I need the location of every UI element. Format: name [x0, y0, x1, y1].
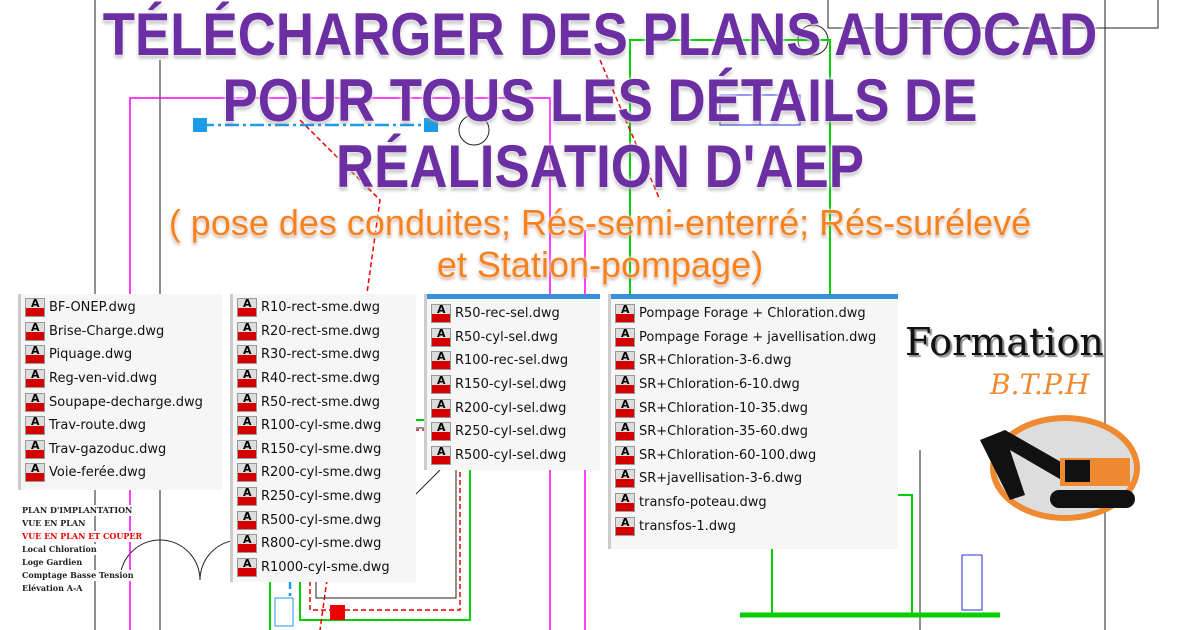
file-item[interactable]: Pompage Forage + Chloration.dwg [615, 302, 894, 326]
dwg-file-icon [615, 374, 635, 395]
file-item[interactable]: R200-cyl-sme.dwg [237, 461, 412, 485]
dwg-file-icon [237, 533, 257, 554]
file-item[interactable]: R150-cyl-sel.dwg [431, 373, 596, 397]
list-header-bar [611, 294, 898, 299]
excavator-icon [980, 415, 1140, 521]
dwg-file-icon [237, 415, 257, 436]
dwg-file-icon [615, 327, 635, 347]
file-list-sel: R50-rec-sel.dwg R50-cyl-sel.dwg R100-rec… [424, 294, 600, 470]
file-item[interactable]: R1000-cyl-sme.dwg [237, 556, 412, 580]
dwg-file-icon [237, 297, 257, 318]
file-item[interactable]: R30-rect-sme.dwg [237, 343, 412, 367]
headline-line-2: POUR TOUS LES DÉTAILS DE [222, 67, 978, 134]
formation-btph-logo: Formation B.T.P.H [905, 300, 1195, 530]
headline-line-1: TÉLÉCHARGER DES PLANS AUTOCAD [102, 1, 1098, 68]
file-item[interactable]: R50-rect-sme.dwg [237, 390, 412, 414]
file-item[interactable]: R50-rec-sel.dwg [431, 302, 596, 326]
file-item[interactable]: R20-rect-sme.dwg [237, 320, 412, 344]
dwg-file-icon [237, 344, 257, 365]
dwg-file-icon [615, 421, 635, 442]
dwg-file-icon [237, 368, 257, 389]
dwg-file-icon [615, 398, 635, 418]
file-item[interactable]: Reg-ven-vid.dwg [25, 367, 218, 391]
file-item[interactable]: R50-cyl-sel.dwg [431, 326, 596, 350]
file-item[interactable]: R250-cyl-sel.dwg [431, 420, 596, 444]
dwg-file-icon [237, 439, 257, 459]
file-item[interactable]: SR+javellisation-3-6.dwg [615, 467, 894, 491]
dwg-file-icon [431, 350, 451, 371]
file-item[interactable]: Pompage Forage + javellisation.dwg [615, 326, 894, 350]
file-item[interactable]: R100-rec-sel.dwg [431, 349, 596, 373]
file-list-right: Pompage Forage + Chloration.dwg Pompage … [608, 294, 898, 549]
file-item[interactable]: Trav-route.dwg [25, 414, 218, 438]
dwg-file-icon [615, 516, 635, 536]
file-item[interactable]: SR+Chloration-10-35.dwg [615, 396, 894, 420]
file-item[interactable]: R500-cyl-sme.dwg [237, 508, 412, 532]
cad-label-vue-coupe: VUE EN PLAN ET COUPER [22, 531, 143, 542]
dwg-file-icon [431, 421, 451, 442]
dwg-file-icon [25, 368, 45, 389]
file-list-middle: R10-rect-sme.dwg R20-rect-sme.dwg R30-re… [230, 294, 416, 582]
file-item[interactable]: R500-cyl-sel.dwg [431, 444, 596, 468]
dwg-file-icon [237, 486, 257, 507]
dwg-file-icon [431, 327, 451, 347]
file-item[interactable]: transfos-1.dwg [615, 514, 894, 538]
list-header-bar [427, 294, 600, 299]
cad-label-comptage: Comptage Basse Tension [22, 570, 134, 581]
dwg-file-icon [25, 344, 45, 365]
dwg-file-icon [615, 350, 635, 371]
file-item[interactable]: SR+Chloration-3-6.dwg [615, 349, 894, 373]
cad-label-loge-gardien: Loge Gardien [22, 557, 83, 568]
file-item[interactable]: Voie-ferée.dwg [25, 461, 218, 485]
logo-word: Formation [905, 320, 1104, 364]
file-item[interactable]: R150-cyl-sme.dwg [237, 438, 412, 462]
file-list-left: BF-ONEP.dwg Brise-Charge.dwg Piquage.dwg… [18, 294, 222, 490]
dwg-file-icon [25, 439, 45, 459]
dwg-file-icon [431, 445, 451, 465]
file-item[interactable]: BF-ONEP.dwg [25, 296, 218, 320]
dwg-file-icon [25, 392, 45, 412]
file-item[interactable]: R10-rect-sme.dwg [237, 296, 412, 320]
dwg-file-icon [237, 321, 257, 341]
dwg-file-icon [615, 492, 635, 513]
file-item[interactable]: R200-cyl-sel.dwg [431, 396, 596, 420]
dwg-file-icon [615, 445, 635, 465]
file-item[interactable]: R40-rect-sme.dwg [237, 367, 412, 391]
dwg-file-icon [237, 392, 257, 412]
cad-label-vue-plan: VUE EN PLAN [22, 518, 86, 529]
cad-label-elevation: Elévation A-A [22, 583, 83, 594]
cad-label-local-chloration: Local Chloration [22, 544, 97, 555]
file-item[interactable]: R800-cyl-sme.dwg [237, 532, 412, 556]
file-item[interactable]: R250-cyl-sme.dwg [237, 485, 412, 509]
file-item[interactable]: R100-cyl-sme.dwg [237, 414, 412, 438]
dwg-file-icon [615, 468, 635, 489]
file-item[interactable]: Piquage.dwg [25, 343, 218, 367]
dwg-file-icon [431, 374, 451, 395]
dwg-file-icon [615, 303, 635, 324]
dwg-file-icon [25, 462, 45, 483]
logo-sub: B.T.P.H [990, 368, 1090, 401]
file-item[interactable]: SR+Chloration-6-10.dwg [615, 373, 894, 397]
file-item[interactable]: Trav-gazoduc.dwg [25, 438, 218, 462]
dwg-file-icon [25, 297, 45, 318]
dwg-file-icon [237, 462, 257, 483]
dwg-file-icon [431, 303, 451, 324]
dwg-file-icon [25, 321, 45, 341]
subtitle-line-1: ( pose des conduites; Rés-semi-enterré; … [168, 202, 1032, 243]
headline-line-3: RÉALISATION D'AEP [336, 133, 864, 200]
dwg-file-icon [431, 398, 451, 418]
subtitle-line-2: et Station-pompage) [436, 244, 764, 285]
file-item[interactable]: Brise-Charge.dwg [25, 320, 218, 344]
file-item[interactable]: transfo-poteau.dwg [615, 491, 894, 515]
file-item[interactable]: Soupape-decharge.dwg [25, 390, 218, 414]
cad-label-plan: PLAN D'IMPLANTATION [22, 505, 133, 516]
dwg-file-icon [237, 557, 257, 577]
dwg-file-icon [237, 510, 257, 530]
file-item[interactable]: SR+Chloration-35-60.dwg [615, 420, 894, 444]
file-item[interactable]: SR+Chloration-60-100.dwg [615, 444, 894, 468]
dwg-file-icon [25, 415, 45, 436]
